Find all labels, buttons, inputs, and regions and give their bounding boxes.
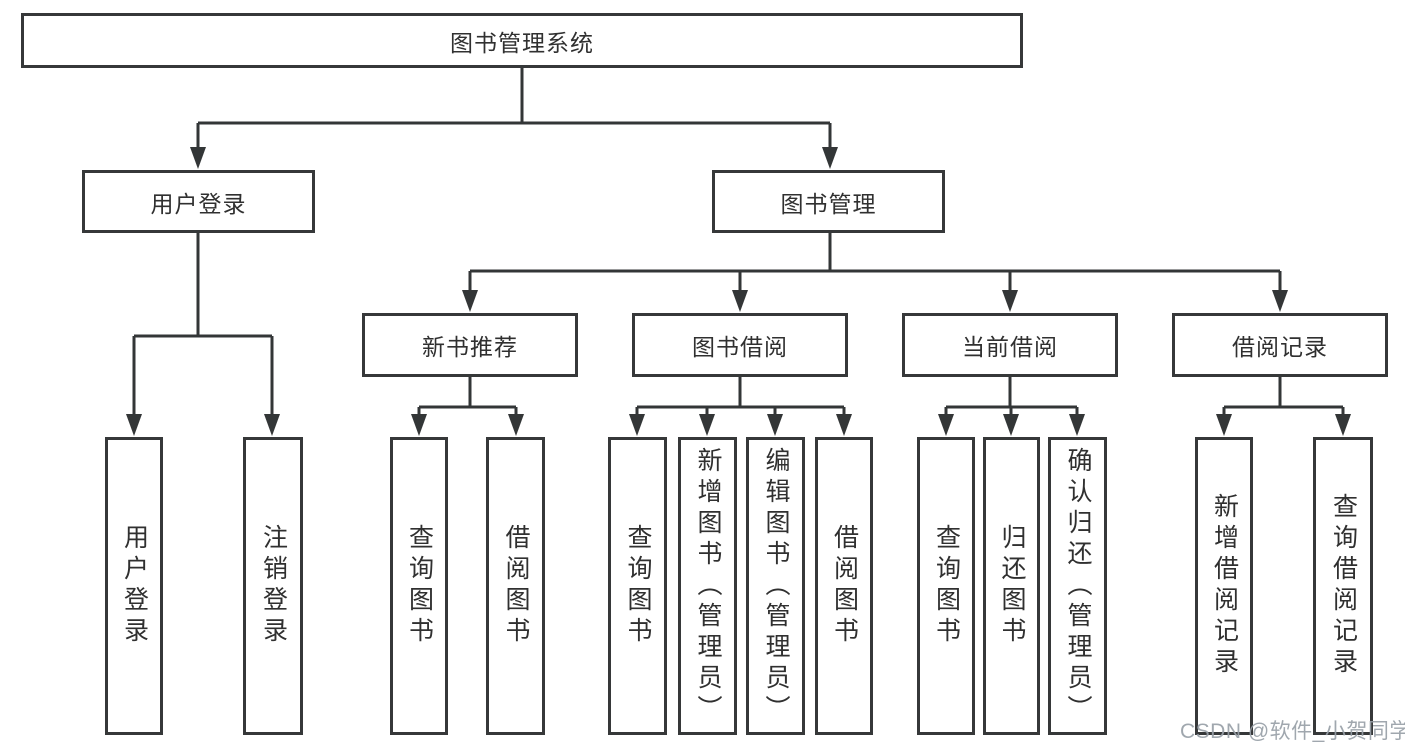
node-current-borrow: 当前借阅 bbox=[902, 313, 1118, 377]
node-new-book-recommend: 新书推荐 bbox=[362, 313, 578, 377]
leaf-query-books-borrow: 查询图书 bbox=[608, 437, 667, 735]
leaf-add-books-admin: 新增图书（管理员） bbox=[678, 437, 737, 735]
node-book-management: 图书管理 bbox=[712, 170, 945, 233]
leaf-logout: 注销登录 bbox=[243, 437, 303, 735]
leaf-add-borrow-record: 新增借阅记录 bbox=[1195, 437, 1253, 735]
node-library-management-system: 图书管理系统 bbox=[21, 13, 1023, 68]
leaf-user-login: 用户登录 bbox=[105, 437, 163, 735]
node-borrow-records: 借阅记录 bbox=[1172, 313, 1388, 377]
arrowheads bbox=[126, 147, 1351, 436]
leaf-edit-books-admin: 编辑图书（管理员） bbox=[746, 437, 805, 735]
node-user-login: 用户登录 bbox=[82, 170, 315, 233]
leaf-query-borrow-record: 查询借阅记录 bbox=[1313, 437, 1373, 735]
leaf-query-books-current: 查询图书 bbox=[917, 437, 975, 735]
leaf-query-books-newbook: 查询图书 bbox=[390, 437, 448, 735]
leaf-borrow-books-newbook: 借阅图书 bbox=[486, 437, 545, 735]
leaf-confirm-return-admin: 确认归还（管理员） bbox=[1048, 437, 1107, 735]
csdn-watermark: CSDN @软件_小贺同学 bbox=[1180, 720, 1405, 743]
leaf-return-books: 归还图书 bbox=[983, 437, 1040, 735]
leaf-borrow-books-borrow: 借阅图书 bbox=[815, 437, 873, 735]
node-book-borrow: 图书借阅 bbox=[632, 313, 848, 377]
